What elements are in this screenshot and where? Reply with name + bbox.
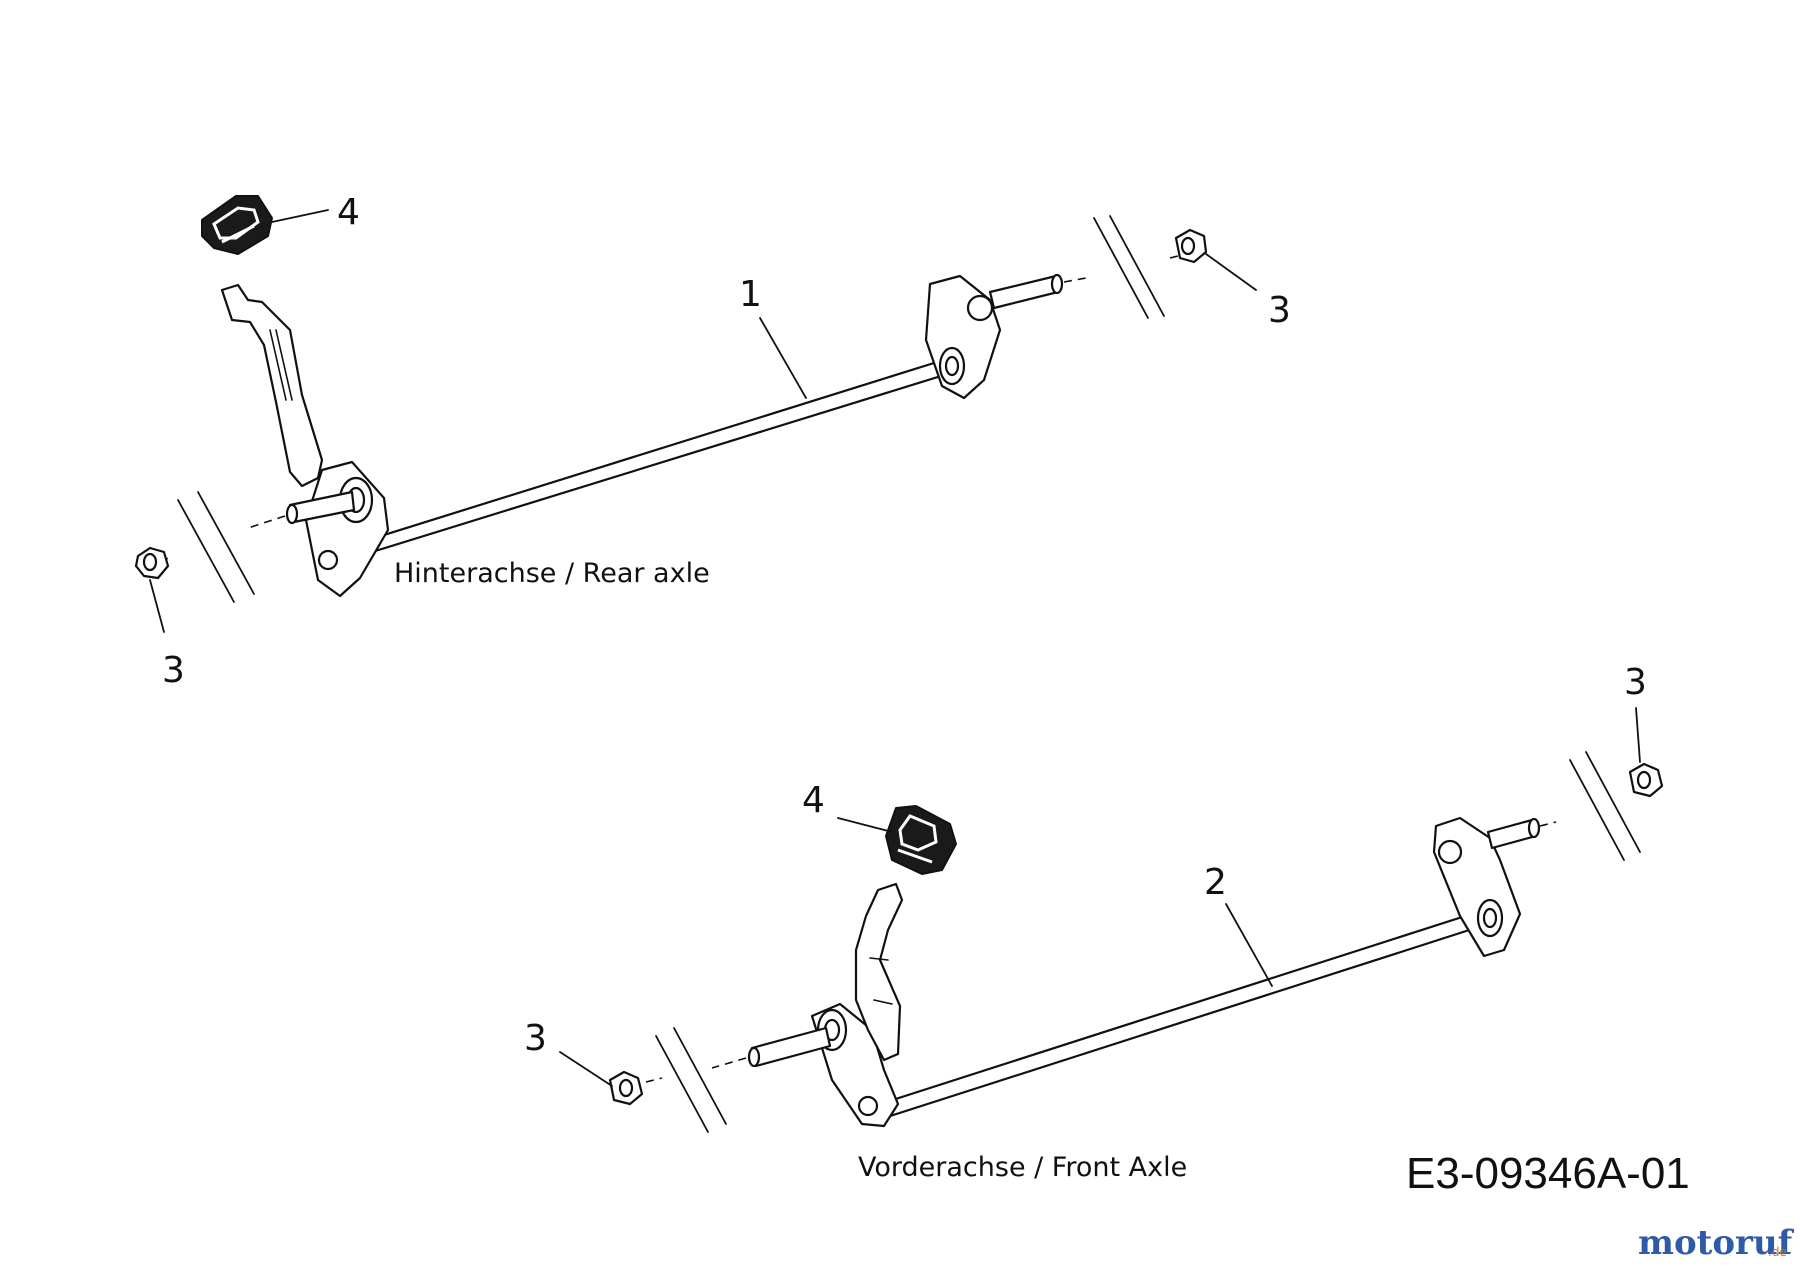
callout-4-front: 4	[802, 780, 825, 821]
front-axle-right-stub	[1486, 817, 1557, 850]
rear-axle-nut-left	[134, 546, 170, 580]
rear-axle-caption: Hinterachse / Rear axle	[394, 558, 710, 589]
front-axle-cut-marks	[645, 751, 1641, 1133]
rear-axle-left-bracket	[304, 460, 390, 598]
callout-3-front-left: 3	[524, 1018, 547, 1059]
watermark-name: motoruf	[1638, 1223, 1795, 1263]
callout-3-rear-left: 3	[162, 650, 185, 691]
front-axle-assembly	[608, 751, 1664, 1133]
front-lever-cap	[885, 805, 957, 875]
callout-2: 2	[1204, 862, 1227, 903]
rear-axle-left-stub	[247, 490, 356, 529]
front-axle-rod	[878, 908, 1490, 1120]
diagram-code: E3-09346A-01	[1406, 1149, 1690, 1198]
rear-axle-rod	[366, 356, 956, 554]
front-axle-left-stub	[711, 1026, 832, 1069]
callout-3-front-right: 3	[1624, 662, 1647, 703]
rear-axle-cut-marks	[159, 215, 1187, 603]
callout-3-rear-right: 3	[1268, 290, 1291, 331]
front-axle-nut-left	[608, 1070, 644, 1106]
leader-lines	[149, 209, 1641, 1087]
rear-axle-lever-arm	[220, 283, 324, 488]
rear-axle-assembly	[134, 195, 1208, 603]
callout-1: 1	[739, 274, 762, 315]
rear-lever-cap	[201, 195, 273, 255]
motoruf-watermark: motoruf .de	[1638, 1223, 1795, 1263]
rear-axle-right-bracket	[924, 274, 1002, 400]
callout-4-rear: 4	[337, 192, 360, 233]
front-axle-lever-arm	[854, 882, 904, 1062]
watermark-suffix: .de	[1768, 1245, 1787, 1259]
front-axle-caption: Vorderachse / Front Axle	[858, 1152, 1187, 1183]
front-axle-nut-right	[1628, 762, 1664, 798]
rear-axle-right-stub	[988, 273, 1087, 310]
front-axle-right-bracket	[1432, 816, 1522, 958]
rear-axle-nut-right	[1174, 228, 1208, 264]
